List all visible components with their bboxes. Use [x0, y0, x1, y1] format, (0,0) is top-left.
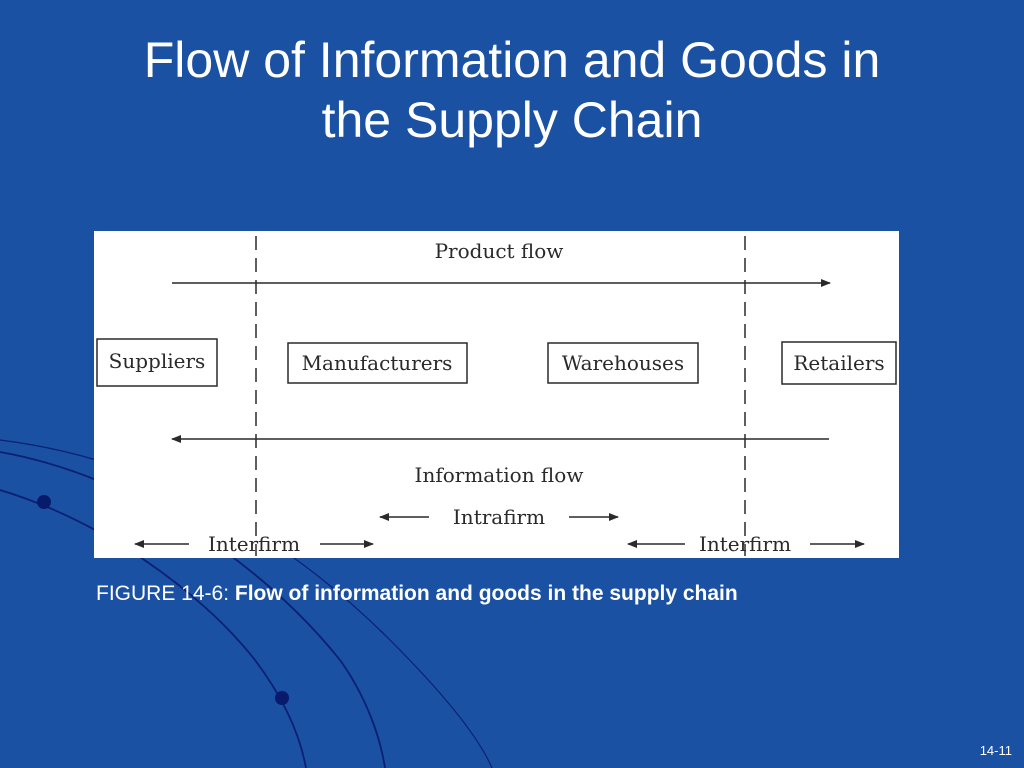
slide-title-line-2: the Supply Chain	[321, 92, 703, 148]
interfirm-left-label: Interfirm	[208, 532, 300, 556]
supply-chain-figure: Product flow Suppliers Manufacturers War…	[94, 231, 899, 558]
intrafirm-label: Intrafirm	[453, 505, 545, 529]
node-retailers-label: Retailers	[793, 351, 884, 375]
decorative-curve-1	[0, 451, 386, 768]
node-manufacturers: Manufacturers	[287, 342, 468, 384]
figure-caption-text: Flow of information and goods in the sup…	[234, 582, 738, 605]
node-warehouses-label: Warehouses	[562, 351, 684, 375]
decorative-dot-2	[275, 691, 289, 705]
product-flow-label: Product flow	[435, 239, 564, 263]
figure-caption: FIGURE 14-6: Flow of information and goo…	[96, 582, 738, 606]
information-flow-label: Information flow	[415, 463, 584, 487]
intrafirm-indicator: Intrafirm	[379, 505, 619, 529]
decorative-curve-2	[0, 489, 307, 768]
decorative-dot-1	[37, 495, 51, 509]
node-manufacturers-label: Manufacturers	[302, 351, 453, 375]
node-suppliers-label: Suppliers	[109, 349, 206, 373]
interfirm-left-indicator: Interfirm	[134, 532, 374, 556]
slide-title-line-1: Flow of Information and Goods in	[143, 32, 881, 88]
node-suppliers: Suppliers	[96, 338, 218, 387]
slide-page-number: 14-11	[979, 743, 1012, 758]
interfirm-right-indicator: Interfirm	[627, 532, 865, 556]
node-retailers: Retailers	[781, 341, 897, 385]
node-warehouses: Warehouses	[547, 342, 699, 384]
slide-title: Flow of Information and Goods in the Sup…	[0, 30, 1024, 150]
interfirm-right-label: Interfirm	[699, 532, 791, 556]
figure-caption-prefix: FIGURE 14-6:	[96, 582, 230, 605]
supply-chain-diagram: Product flow Suppliers Manufacturers War…	[96, 236, 897, 556]
